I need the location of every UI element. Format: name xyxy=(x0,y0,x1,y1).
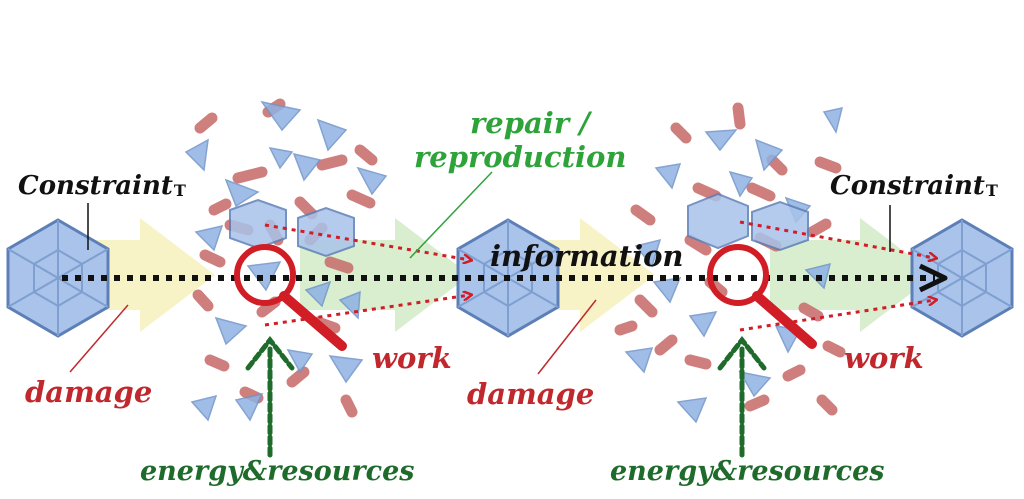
leader-lines xyxy=(69,171,891,375)
information-line xyxy=(62,263,948,293)
energy-arrow-left xyxy=(245,335,295,458)
information-arrowhead xyxy=(918,263,948,293)
constraint-right-subscript: T xyxy=(985,180,998,200)
energy-right-label: energy&resources xyxy=(610,456,885,487)
red-fragments-right xyxy=(614,102,846,416)
blue-fragments-right xyxy=(624,107,844,424)
red-arrow-right-lower xyxy=(739,300,935,332)
fragments-right xyxy=(614,102,846,424)
constraint-left-subscript: T xyxy=(173,180,186,200)
capsid-left xyxy=(6,218,110,338)
red-arrow-left-upper xyxy=(264,223,470,260)
green-arrow-2 xyxy=(770,218,935,332)
energy-left-label: energy&resources xyxy=(140,456,415,487)
energy-arrow-right xyxy=(717,335,767,458)
damage-mid-leader xyxy=(537,299,597,375)
magnifier-left-icon xyxy=(234,244,347,351)
red-arrow-right-upper xyxy=(739,220,935,258)
work-right-label: work xyxy=(844,341,924,375)
work-left-label: work xyxy=(372,341,452,375)
constraint-right-label: ConstraintT xyxy=(830,173,998,199)
damage-left-leader xyxy=(69,304,129,373)
red-dotted-arrows xyxy=(264,220,935,332)
constraint-right-text: Constraint xyxy=(830,171,985,201)
fragments-left xyxy=(184,98,388,422)
capsid-right xyxy=(910,218,1014,338)
repair-label-line2: reproduction xyxy=(414,140,627,174)
small-capsid-fragments-left xyxy=(229,198,355,258)
repair-leader xyxy=(409,171,493,259)
magnifier-right-icon xyxy=(707,244,817,349)
information-label: information xyxy=(490,239,684,273)
red-arrow-left-lower xyxy=(264,295,470,327)
damage-mid-label: damage xyxy=(467,377,595,411)
damage-left-label: damage xyxy=(25,375,153,409)
small-capsid-fragments-right xyxy=(687,192,809,252)
constraint-left-text: Constraint xyxy=(18,171,173,201)
repair-label-line1: repair / xyxy=(470,106,590,140)
constraint-left-label: ConstraintT xyxy=(18,173,186,199)
